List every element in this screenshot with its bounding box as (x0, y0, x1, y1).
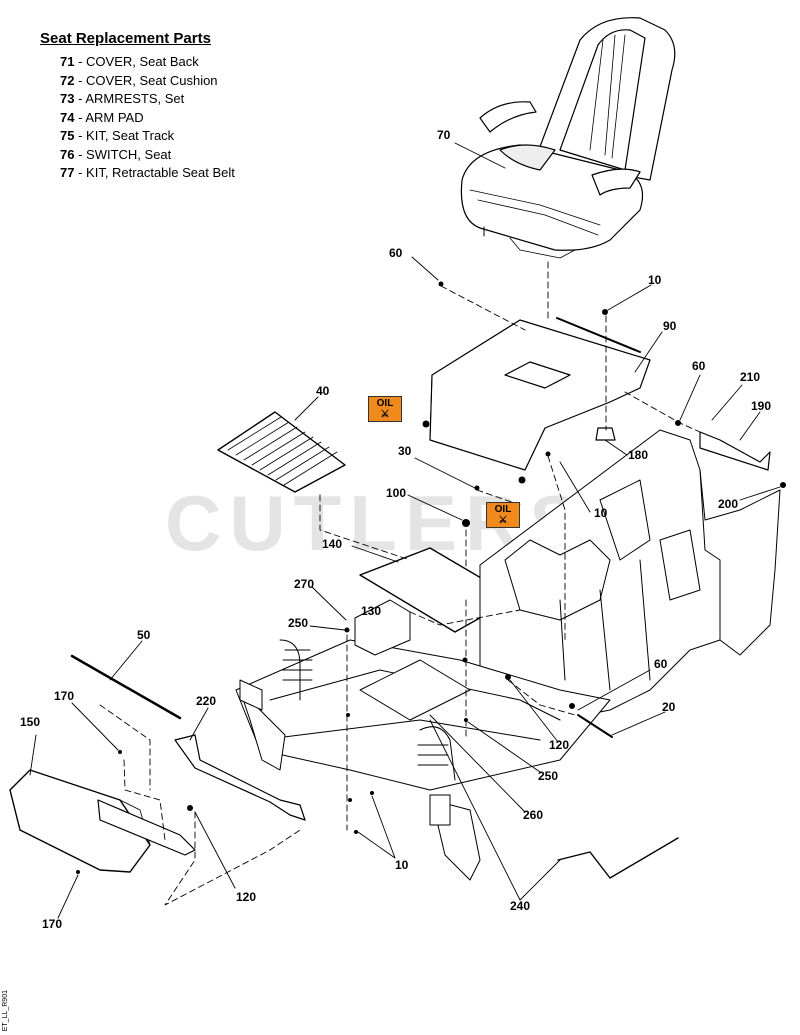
document-code: ET_LL_R901 (2, 989, 9, 1031)
seat-assembly (460, 17, 676, 259)
callout-120: 120 (549, 738, 570, 752)
callout-140: 140 (322, 537, 343, 551)
callout-220: 220 (196, 694, 217, 708)
chassis-frame (235, 429, 781, 881)
oil-warning-label: OIL⚔ (368, 396, 402, 422)
callout-260: 260 (523, 808, 544, 822)
callout-100: 100 (386, 486, 407, 500)
callout-190: 190 (751, 399, 772, 413)
oil-can-icon: ⚔ (380, 409, 390, 420)
callout-10: 10 (594, 506, 608, 520)
callout-270: 270 (294, 577, 315, 591)
legend-item: 77 - KIT, Retractable Seat Belt (60, 165, 235, 180)
callout-30: 30 (398, 444, 412, 458)
callout-10: 10 (395, 858, 409, 872)
callout-150: 150 (20, 715, 41, 729)
oil-warning-label: OIL⚔ (486, 502, 520, 528)
leader-lines (29, 142, 781, 919)
callout-50: 50 (137, 628, 151, 642)
linkage-rod (557, 837, 679, 879)
callout-170: 170 (42, 917, 63, 931)
legend-item: 76 - SWITCH, Seat (60, 146, 172, 162)
legend-item: 74 - ARM PAD (60, 109, 144, 125)
callout-120: 120 (236, 890, 257, 904)
bolt-20 (577, 714, 613, 738)
callout-20: 20 (662, 700, 676, 714)
legend-title: Seat Replacement Parts (40, 30, 211, 47)
callout-210: 210 (740, 370, 761, 384)
hardware (76, 281, 786, 874)
part-180 (595, 427, 616, 441)
callout-60: 60 (389, 246, 403, 260)
callout-250: 250 (538, 769, 559, 783)
callout-200: 200 (718, 497, 739, 511)
legend-item: 73 - ARMRESTS, Set (60, 91, 185, 106)
seat-pan (429, 317, 651, 471)
callout-170: 170 (54, 689, 75, 703)
legend-item: 71 - COVER, Seat Back (60, 54, 199, 69)
seat-parts-legend: Seat Replacement Parts 71 - COVER, Seat … (40, 30, 235, 183)
legend-item: 72 - COVER, Seat Cushion (60, 72, 218, 88)
callout-130: 130 (361, 604, 382, 618)
callout-60: 60 (654, 657, 668, 671)
callout-250: 250 (288, 616, 309, 630)
callout-10: 10 (648, 273, 662, 287)
brackets (70, 654, 306, 856)
callout-40: 40 (316, 384, 330, 398)
part-190 (699, 431, 771, 471)
legend-item: 75 - KIT, Seat Track (60, 128, 175, 143)
callout-70: 70 (437, 128, 451, 142)
callout-180: 180 (628, 448, 649, 462)
assembly-lines (99, 261, 701, 906)
callout-240: 240 (510, 899, 531, 913)
floor-mat (217, 411, 346, 493)
callout-90: 90 (663, 319, 677, 333)
oil-can-icon: ⚔ (498, 515, 508, 526)
callout-60: 60 (692, 359, 706, 373)
